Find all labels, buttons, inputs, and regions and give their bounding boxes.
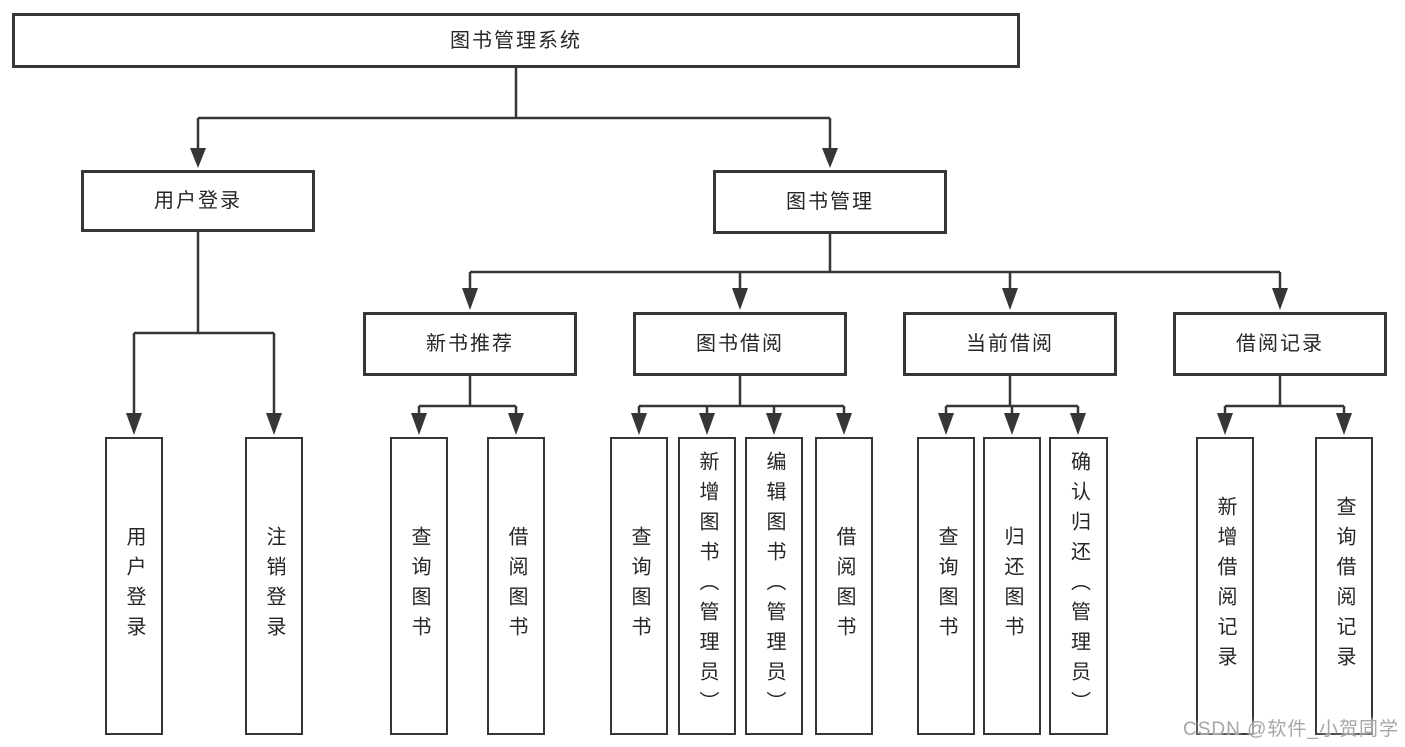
leaf-return-books: 归还图书: [983, 437, 1041, 735]
arrow-down-icon: [1004, 413, 1020, 435]
arrow-down-icon: [1217, 413, 1233, 435]
node-new-book-recommend: 新书推荐: [363, 312, 577, 376]
arrow-down-icon: [822, 148, 838, 168]
node-book-management: 图书管理: [713, 170, 947, 234]
node-book-borrow: 图书借阅: [633, 312, 847, 376]
leaf-query-books-2: 查询图书: [610, 437, 668, 735]
node-borrow-records: 借阅记录: [1173, 312, 1387, 376]
arrow-down-icon: [1002, 288, 1018, 310]
arrow-down-icon: [1336, 413, 1352, 435]
arrow-down-icon: [631, 413, 647, 435]
arrow-down-icon: [938, 413, 954, 435]
arrow-down-icon: [462, 288, 478, 310]
node-current-borrow: 当前借阅: [903, 312, 1117, 376]
arrow-down-icon: [266, 413, 282, 435]
arrow-down-icon: [836, 413, 852, 435]
leaf-query-books-1: 查询图书: [390, 437, 448, 735]
leaf-confirm-return-admin: 确认归还（管理员）: [1049, 437, 1108, 735]
leaf-add-books-admin: 新增图书（管理员）: [678, 437, 736, 735]
leaf-query-borrow-record: 查询借阅记录: [1315, 437, 1373, 735]
arrow-down-icon: [1070, 413, 1086, 435]
leaf-edit-books-admin: 编辑图书（管理员）: [745, 437, 803, 735]
leaf-query-books-3: 查询图书: [917, 437, 975, 735]
leaf-borrow-books-1: 借阅图书: [487, 437, 545, 735]
arrow-down-icon: [1272, 288, 1288, 310]
arrow-down-icon: [732, 288, 748, 310]
arrow-down-icon: [126, 413, 142, 435]
node-user-login: 用户登录: [81, 170, 315, 232]
connector-paths: [132, 68, 1346, 415]
arrow-down-icon: [190, 148, 206, 168]
csdn-watermark: CSDN @软件_小贺同学: [1183, 719, 1399, 740]
arrow-down-icon: [508, 413, 524, 435]
leaf-add-borrow-record: 新增借阅记录: [1196, 437, 1254, 735]
node-root: 图书管理系统: [12, 13, 1020, 68]
arrow-down-icon: [699, 413, 715, 435]
arrow-down-icon: [411, 413, 427, 435]
leaf-logout: 注销登录: [245, 437, 303, 735]
arrowhead-icons: [126, 148, 1352, 435]
leaf-user-login: 用户登录: [105, 437, 163, 735]
leaf-borrow-books-2: 借阅图书: [815, 437, 873, 735]
arrow-down-icon: [766, 413, 782, 435]
